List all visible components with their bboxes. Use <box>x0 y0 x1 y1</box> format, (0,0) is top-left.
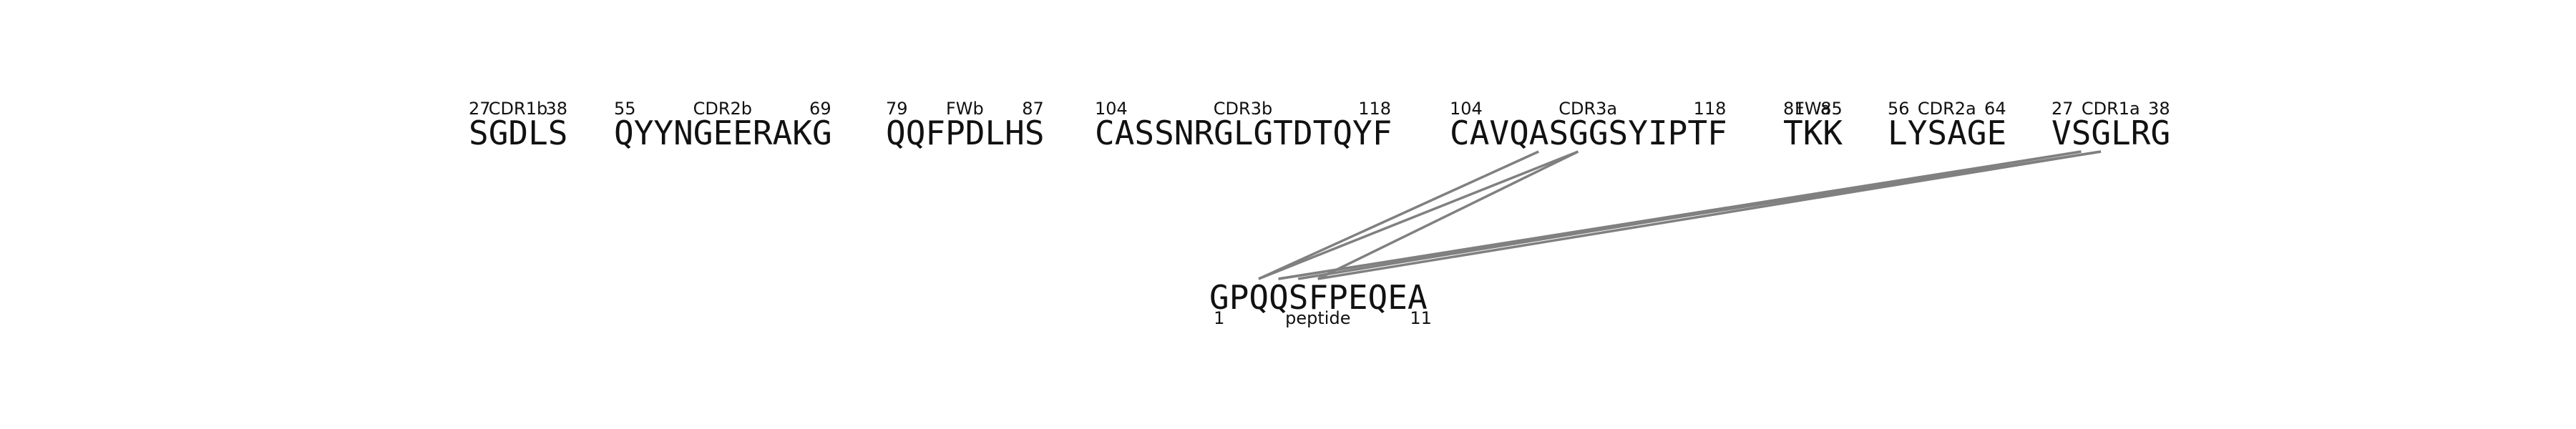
segment-start-index: 27 <box>469 99 491 119</box>
segment-label: CDR3b <box>1214 99 1272 119</box>
contact-line <box>1258 150 1579 280</box>
segment-end-index: 69 <box>809 99 831 119</box>
segment-sequence: SGDLS <box>469 114 567 152</box>
segment-label: CDR1b <box>489 99 547 119</box>
contact-line <box>1317 150 1579 280</box>
segment-start-index: 27 <box>2051 99 2074 119</box>
segment-sequence: LYSAGE <box>1888 114 2006 152</box>
segment-end-index: 118 <box>1694 99 1727 119</box>
peptide-label: peptide <box>1285 308 1350 328</box>
peptide-sequence: GPQQSFPEQEA <box>1209 278 1428 317</box>
segment-sequence: VSGLRG <box>2051 114 2170 152</box>
segment-label: FWa <box>1795 99 1831 119</box>
segment-label: CDR3a <box>1558 99 1617 119</box>
contact-line <box>1258 150 1539 280</box>
segment-start-index: 79 <box>886 99 908 119</box>
segment-start-index: 104 <box>1450 99 1483 119</box>
segment-start-index: 81 <box>1783 99 1805 119</box>
segment-label: FWb <box>946 99 984 119</box>
segment-sequence: CAVQASGGSYIPTF <box>1450 114 1727 152</box>
segment-start-index: 55 <box>614 99 636 119</box>
segment-label: CDR1a <box>2082 99 2140 119</box>
segment-end-index: 64 <box>1984 99 2006 119</box>
segment-end-index: 85 <box>1820 99 1843 119</box>
segment-sequence: QQFPDLHS <box>886 114 1045 152</box>
segment-end-index: 87 <box>1022 99 1044 119</box>
segment-label: CDR2a <box>1918 99 1976 119</box>
segment-label: CDR2b <box>693 99 752 119</box>
segment-sequence: QYYNGEERAKG <box>614 114 832 152</box>
segment-end-index: 118 <box>1358 99 1391 119</box>
segment-sequence: TKK <box>1783 114 1843 152</box>
segment-end-index: 38 <box>545 99 567 119</box>
segment-sequence: CASSNRGLGTDTQYF <box>1095 114 1392 152</box>
contact-lines <box>1258 150 2102 280</box>
segment-start-index: 56 <box>1888 99 1910 119</box>
peptide-end-index: 11 <box>1410 308 1432 328</box>
peptide-start-index: 1 <box>1214 308 1224 328</box>
peptide-segment: GPQQSFPEQEA 1 peptide 11 <box>1209 278 1432 328</box>
segment-start-index: 104 <box>1095 99 1128 119</box>
contact-line <box>1317 150 2102 280</box>
segment-end-index: 38 <box>2148 99 2170 119</box>
